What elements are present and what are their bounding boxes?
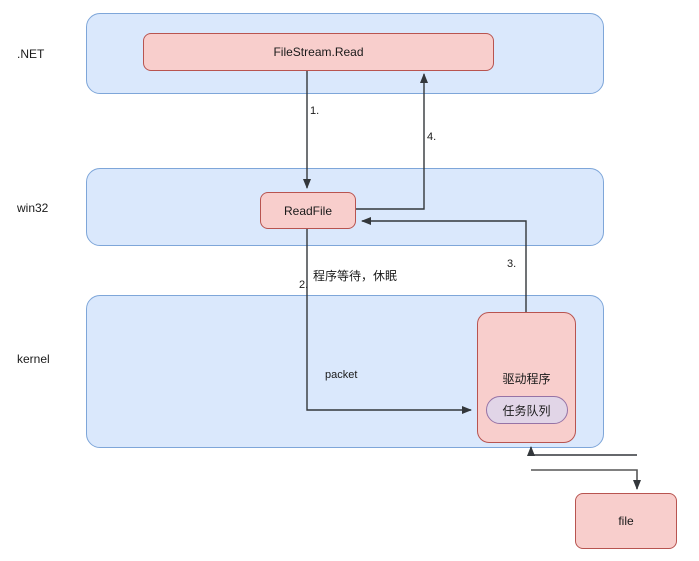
node-readfile-label: ReadFile	[283, 203, 333, 218]
node-driver-label: 驱动程序	[502, 372, 551, 386]
edge-2-path	[306, 228, 472, 414]
node-driver[interactable]: 驱动程序 任务队列	[477, 312, 576, 443]
edge-driver-to-file-path	[531, 469, 641, 490]
edge-3-path	[361, 217, 527, 312]
edge-label-waiting: 程序等待，休眠	[313, 269, 398, 283]
edge-label-packet: packet	[325, 369, 358, 381]
edge-label-step3: 3.	[507, 258, 517, 270]
edge-file-to-driver-path	[527, 446, 637, 456]
edge-label-step2: 2.	[299, 279, 309, 291]
node-task-queue-label: 任务队列	[502, 403, 551, 418]
layer-label-dotnet: .NET	[17, 47, 45, 61]
layer-label-win32: win32	[17, 201, 49, 215]
edge-label-step4: 4.	[427, 131, 437, 143]
layer-label-kernel: kernel	[17, 352, 50, 366]
node-filestream-read[interactable]: FileStream.Read	[143, 33, 494, 71]
node-file[interactable]: file	[575, 493, 677, 549]
node-task-queue[interactable]: 任务队列	[485, 396, 568, 424]
node-readfile[interactable]: ReadFile	[260, 192, 356, 229]
edge-label-step1: 1.	[310, 105, 320, 117]
edge-4-path	[356, 73, 428, 210]
node-file-label: file	[618, 514, 634, 528]
node-filestream-read-label: FileStream.Read	[273, 45, 364, 59]
